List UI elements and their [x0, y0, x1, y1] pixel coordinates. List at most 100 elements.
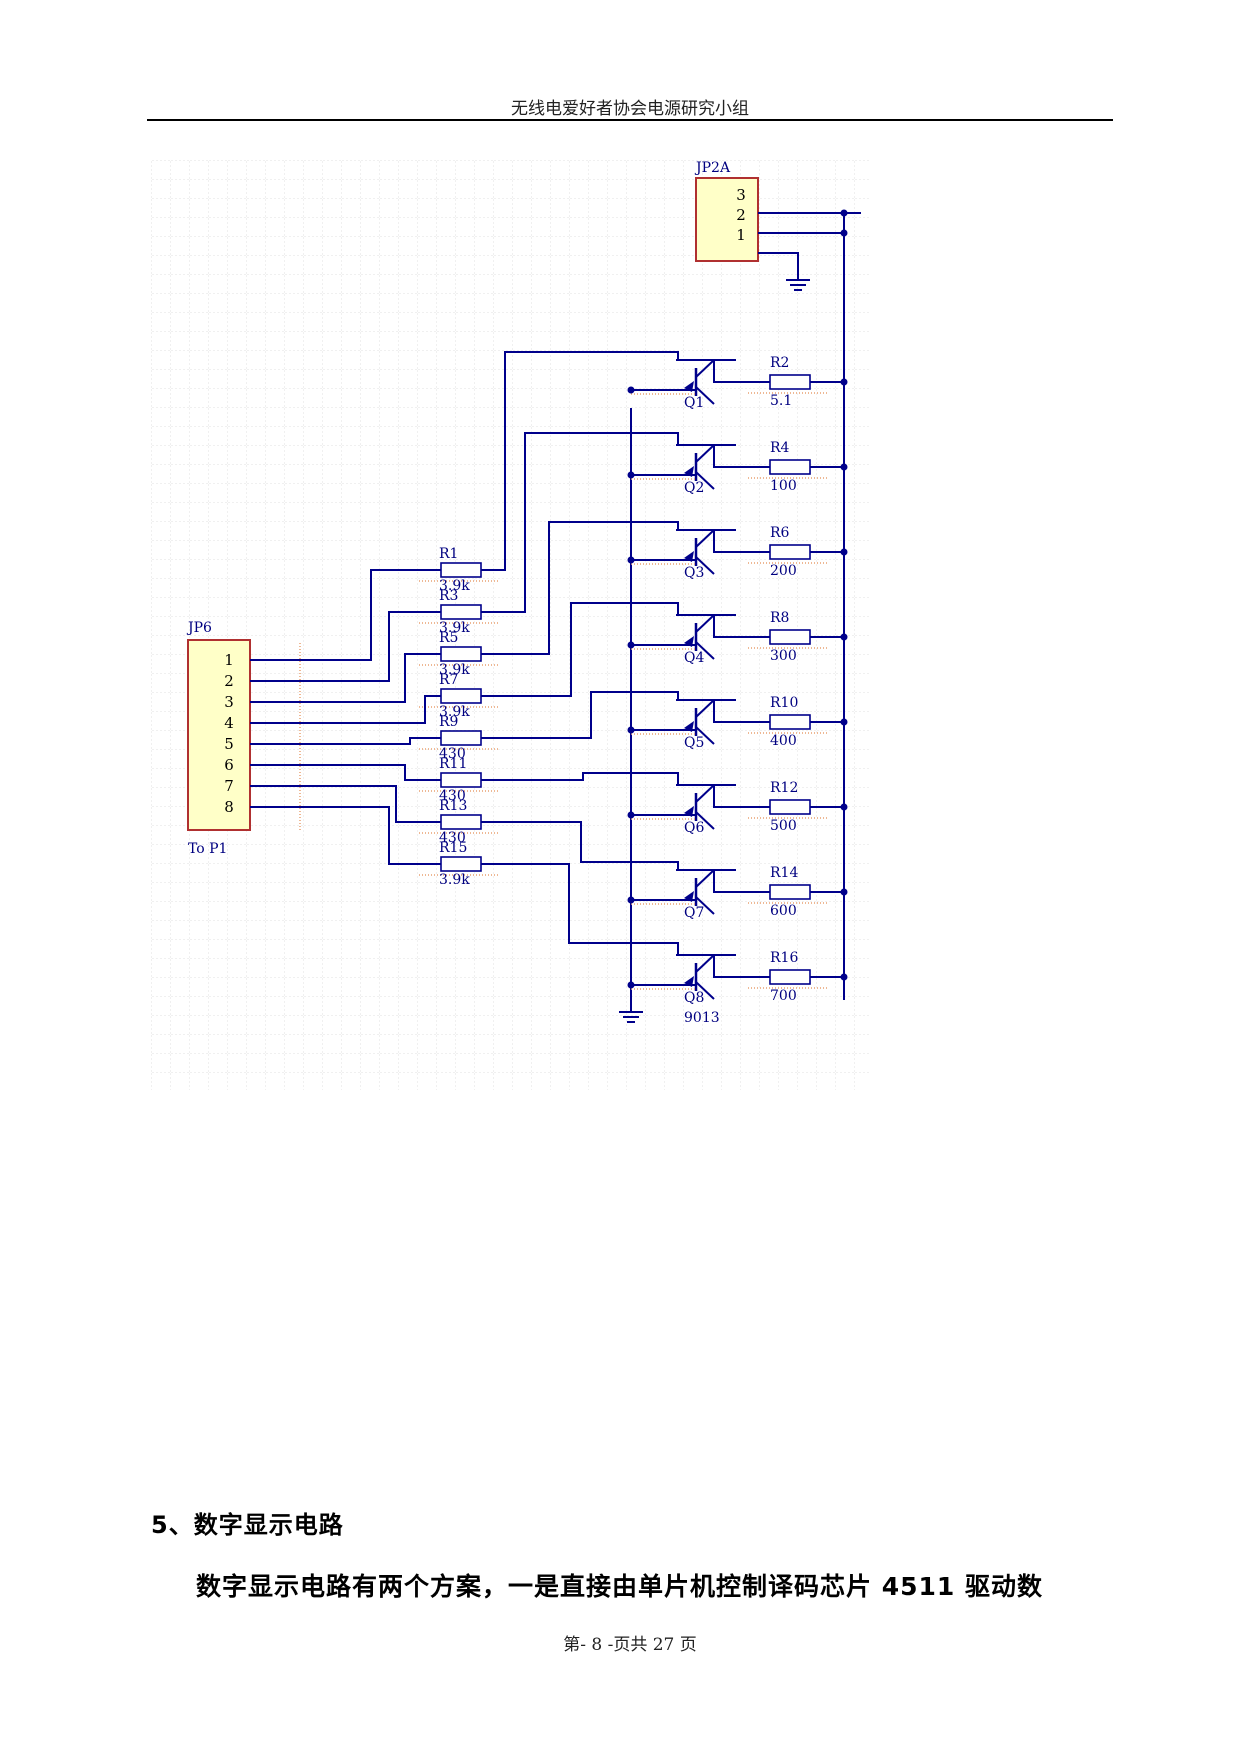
wire-input — [250, 764, 441, 781]
emitter-resistor-8 — [769, 969, 811, 985]
connector-jp2a-label: JP2A — [694, 160, 731, 176]
transistor-ref: Q4 — [684, 650, 704, 666]
emitter-resistor-ref: R6 — [770, 525, 790, 541]
wire-collector — [713, 445, 746, 468]
page-footer: 第- 8 -页共 27 页 — [563, 1635, 697, 1655]
emitter-resistor-value: 600 — [770, 903, 797, 919]
junction-dot — [627, 471, 635, 479]
junction-dot — [840, 463, 848, 471]
junction-dot — [840, 718, 848, 726]
wire-base — [481, 863, 679, 955]
junction-dot — [627, 811, 635, 819]
base-resistor-ref: R7 — [439, 672, 458, 688]
junction-dot — [840, 229, 848, 237]
base-resistor-ref: R13 — [439, 798, 467, 814]
wire-input — [250, 653, 441, 703]
emitter-resistor-5 — [769, 714, 811, 730]
transistor-collector — [695, 869, 715, 888]
wire-base — [481, 772, 679, 785]
base-resistor-ref: R3 — [439, 588, 458, 604]
header-rule — [147, 119, 1113, 121]
base-resistor-3 — [440, 646, 482, 662]
base-resistor-value: 3.9k — [439, 662, 470, 678]
base-resistor-value: 430 — [439, 788, 466, 804]
connector-jp6-pin: 2 — [224, 672, 234, 690]
wire-input — [250, 695, 441, 724]
junction-dot — [840, 548, 848, 556]
emitter-resistor-value: 500 — [770, 818, 797, 834]
connector-jp2a — [695, 177, 759, 262]
connector-jp6 — [187, 639, 251, 831]
body-paragraph: 数字显示电路有两个方案，一是直接由单片机控制译码芯片 4511 驱动数 — [196, 1572, 1043, 1601]
wire-input — [250, 569, 441, 661]
base-resistor-value: 3.9k — [439, 704, 470, 720]
transistor-emitter — [695, 556, 715, 575]
emitter-resistor-2 — [769, 459, 811, 475]
wire-collector — [713, 700, 746, 723]
junction-dot — [840, 633, 848, 641]
base-resistor-value: 430 — [439, 830, 466, 846]
emitter-resistor-ref: R8 — [770, 610, 789, 626]
connector-jp6-pin: 7 — [224, 777, 234, 795]
junction-dot — [627, 896, 635, 904]
transistor-collector — [695, 954, 715, 973]
connector-jp2a-pin: 2 — [736, 206, 746, 224]
emitter-resistor-value: 400 — [770, 733, 797, 749]
wire-collector — [713, 615, 746, 638]
emitter-resistor-ref: R4 — [770, 440, 790, 456]
transistor-emitter — [695, 896, 715, 915]
connector-jp6-pin: 1 — [224, 651, 234, 669]
connector-jp6-label: JP6 — [186, 620, 212, 636]
base-resistor-7 — [440, 814, 482, 830]
wire-gnd — [758, 252, 799, 268]
junction-dot — [627, 641, 635, 649]
wire-collector — [713, 530, 746, 553]
connector-jp6-pin: 6 — [224, 756, 234, 774]
wire-collector — [713, 360, 746, 383]
wire-base — [481, 821, 679, 870]
transistor-emitter — [695, 471, 715, 490]
wire-input — [250, 806, 441, 865]
base-resistor-value: 3.9k — [439, 578, 470, 594]
page-header: 无线电爱好者协会电源研究小组 — [511, 99, 749, 119]
emitter-resistor-7 — [769, 884, 811, 900]
transistor-emitter — [695, 981, 715, 1000]
base-resistor-ref: R15 — [439, 840, 467, 856]
transistor-ref: Q2 — [684, 480, 704, 496]
base-resistor-ref: R5 — [439, 630, 458, 646]
transistor-collector — [695, 614, 715, 633]
emitter-resistor-ref: R14 — [770, 865, 798, 881]
junction-dot — [627, 726, 635, 734]
junction-dot — [627, 981, 635, 989]
base-resistor-ref: R11 — [439, 756, 467, 772]
emitter-resistor-value: 300 — [770, 648, 797, 664]
transistor-collector — [695, 784, 715, 803]
base-resistor-ref: R9 — [439, 714, 458, 730]
emitter-resistor-value: 700 — [770, 988, 797, 1004]
emitter-resistor-ref: R2 — [770, 355, 789, 371]
transistor-collector — [695, 529, 715, 548]
junction-dot — [840, 888, 848, 896]
connector-jp6-pin: 5 — [224, 735, 234, 753]
emitter-resistor-4 — [769, 629, 811, 645]
junction-dot — [627, 386, 635, 394]
base-resistor-4 — [440, 688, 482, 704]
base-resistor-value: 430 — [439, 746, 466, 762]
junction-dot — [840, 973, 848, 981]
transistor-emitter — [695, 726, 715, 745]
transistor-ref: Q1 — [684, 395, 704, 411]
base-resistor-2 — [440, 604, 482, 620]
transistor-ref: Q8 — [684, 990, 704, 1006]
wire-collector — [713, 870, 746, 893]
wire-base — [481, 432, 679, 613]
transistor-emitter — [695, 386, 715, 405]
transistor-collector — [695, 699, 715, 718]
transistor-ref: Q7 — [684, 905, 704, 921]
transistor-type: 9013 — [684, 1010, 720, 1026]
emitter-resistor-ref: R12 — [770, 780, 798, 796]
section-heading: 5、数字显示电路 — [151, 1511, 344, 1539]
junction-dot — [627, 556, 635, 564]
emitter-resistor-6 — [769, 799, 811, 815]
wire-input — [250, 785, 441, 823]
transistor-emitter — [695, 811, 715, 830]
